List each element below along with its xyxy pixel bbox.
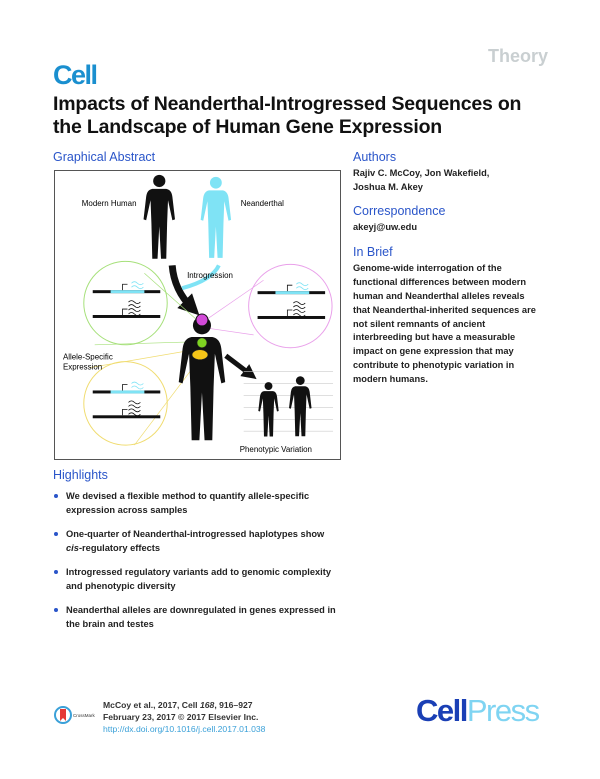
phenotype-figure-1	[258, 382, 279, 437]
body-figure	[178, 316, 226, 441]
highlight-item: Neanderthal alleles are downregulated in…	[53, 603, 533, 631]
correspondence-heading: Correspondence	[353, 203, 446, 218]
ase-label-1: Allele-Specific	[63, 353, 113, 362]
highlight-item: Introgressed regulatory variants add to …	[53, 565, 533, 593]
graphical-abstract-heading: Graphical Abstract	[53, 150, 156, 164]
citation: McCoy et al., 2017, Cell 168, 916–927	[103, 700, 253, 710]
cellpress-logo: CellPress	[416, 693, 540, 728]
highlight-item: We devised a flexible method to quantify…	[53, 489, 533, 517]
ase-label-2: Expression	[63, 363, 102, 372]
authors-line: Rajiv C. McCoy, Jon Wakefield,	[353, 168, 490, 178]
in-brief-line: modern humans.	[353, 373, 428, 384]
in-brief-text: Genome-wide interrogation of the functio…	[353, 262, 553, 386]
highlight-item: One-quarter of Neanderthal-introgressed …	[53, 527, 533, 555]
in-brief-line: Genome-wide interrogation of the	[353, 263, 502, 274]
modern-human-label: Modern Human	[82, 199, 137, 208]
in-brief-line: human and Neanderthal alleles reveals	[353, 290, 525, 301]
citation-block: McCoy et al., 2017, Cell 168, 916–927 Fe…	[103, 699, 265, 735]
neanderthal-label: Neanderthal	[241, 199, 284, 208]
correspondence-email[interactable]: akeyj@uw.edu	[353, 221, 418, 232]
neanderthal-figure	[200, 176, 232, 258]
authors-heading: Authors	[353, 150, 397, 164]
publication-date: February 23, 2017 © 2017 Elsevier Inc.	[103, 712, 259, 722]
in-brief-line: contribute to phenotypic variation in	[353, 359, 515, 370]
in-brief-line: interbreeding but have a measurable	[353, 332, 516, 343]
phenotypic-variation-label: Phenotypic Variation	[240, 445, 312, 454]
in-brief-line: not silent remnants of ancient	[353, 318, 486, 329]
graphical-abstract-figure: Modern Human Neanderthal Introgression A…	[54, 170, 341, 460]
highlights-heading: Highlights	[53, 468, 108, 482]
in-brief-heading: In Brief	[353, 245, 393, 260]
crossmark-icon[interactable]: CrossMark	[54, 704, 100, 726]
phenotype-figure-2	[289, 376, 312, 437]
in-brief-line: impact on gene expression that may	[353, 346, 514, 357]
doi-link[interactable]: http://dx.doi.org/10.1016/j.cell.2017.01…	[103, 724, 266, 734]
cell-logo: Cell	[53, 60, 98, 90]
highlights-list: We devised a flexible method to quantify…	[53, 489, 533, 641]
introgression-label: Introgression	[187, 271, 233, 280]
authors-line: Joshua M. Akey	[353, 181, 423, 192]
modern-human-figure	[143, 174, 175, 259]
in-brief-line: that Neanderthal-inherited sequences are	[353, 304, 536, 315]
article-type: Theory	[487, 46, 548, 66]
svg-text:CrossMark: CrossMark	[73, 713, 96, 718]
in-brief-line: functional differences between modern	[353, 277, 527, 288]
article-title: Impacts of Neanderthal-Introgressed Sequ…	[53, 93, 522, 138]
right-column: Authors Rajiv C. McCoy, Jon Wakefield, J…	[353, 150, 553, 387]
